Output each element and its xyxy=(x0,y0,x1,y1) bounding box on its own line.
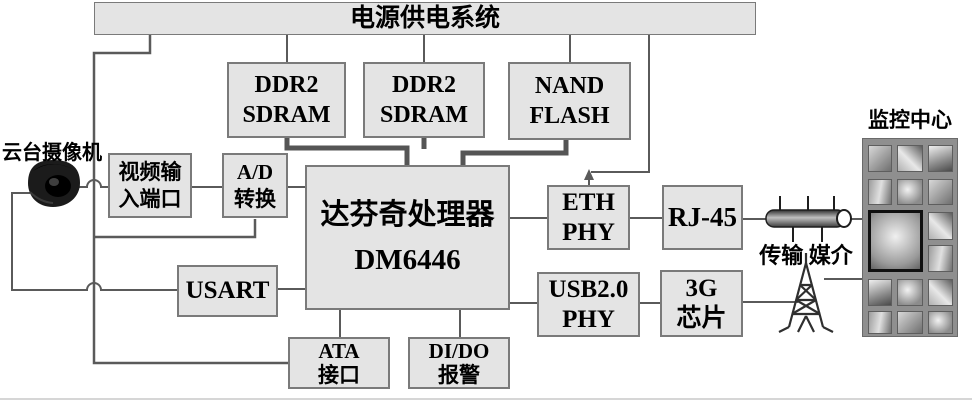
bus-ddr2-processor xyxy=(284,138,410,167)
monitor-thumb xyxy=(928,145,953,172)
block-label: USB2.0 xyxy=(548,275,629,303)
monitor-thumb xyxy=(928,212,953,240)
block-usb-phy: USB2.0 PHY xyxy=(537,272,640,337)
block-usart: USART xyxy=(177,265,278,317)
connector-camera-usart xyxy=(11,192,177,291)
block-dido-alarm: DI/DO 报警 xyxy=(408,337,510,389)
block-video-input: 视频输 入端口 xyxy=(108,153,192,218)
block-power-supply: 电源供电系统 xyxy=(94,2,756,35)
block-label: 3G xyxy=(685,274,718,302)
monitor-thumb xyxy=(928,245,953,272)
monitor-thumb xyxy=(897,145,923,172)
connector-camera-video xyxy=(79,179,108,188)
block-label: SDRAM xyxy=(242,102,331,128)
block-label: PHY xyxy=(562,305,615,333)
block-ddr2-sdram-2: DDR2 SDRAM xyxy=(363,62,485,138)
block-label: USART xyxy=(185,277,270,305)
block-label: 芯片 xyxy=(676,304,727,332)
monitor-thumb xyxy=(897,279,923,306)
block-label: 接口 xyxy=(318,363,360,387)
block-label: DDR2 xyxy=(254,72,319,98)
block-label: RJ-45 xyxy=(668,201,737,232)
block-label: 电源供电系统 xyxy=(349,4,500,32)
block-label: 视频输 xyxy=(118,160,182,185)
monitor-thumb xyxy=(928,179,953,205)
monitor-thumb xyxy=(868,145,892,172)
monitor-thumb xyxy=(868,279,892,306)
block-label: ATA xyxy=(318,338,360,363)
block-label: DDR2 xyxy=(392,72,456,98)
block-label: NAND xyxy=(534,73,605,99)
monitor-thumb xyxy=(897,311,923,334)
page-bottom-rule xyxy=(0,398,972,400)
ptz-camera-icon xyxy=(28,160,80,207)
block-ad-converter: A/D 转换 xyxy=(222,153,288,218)
connector-power-adc xyxy=(94,219,257,239)
block-label: 入端口 xyxy=(118,186,182,211)
block-label: DI/DO xyxy=(428,338,490,363)
connector-power-left-rail xyxy=(92,35,288,365)
monitor-montage xyxy=(862,138,958,337)
transmission-cable-icon xyxy=(765,196,852,242)
block-ddr2-sdram-1: DDR2 SDRAM xyxy=(227,62,346,138)
block-rj45: RJ-45 xyxy=(662,185,743,250)
transmission-medium-label: 传输 媒介 xyxy=(759,243,853,268)
connector-power-eth-rail xyxy=(591,35,650,173)
block-label: 报警 xyxy=(438,363,480,387)
block-label: 达芬奇处理器 xyxy=(320,198,495,231)
block-eth-phy: ETH PHY xyxy=(547,185,630,250)
monitor-thumb xyxy=(868,179,892,205)
monitor-thumb xyxy=(928,279,953,306)
block-label: A/D xyxy=(236,160,274,185)
monitor-thumb xyxy=(928,311,953,334)
bus-nand-processor xyxy=(460,140,569,167)
block-label: FLASH xyxy=(529,103,610,129)
monitor-thumb xyxy=(897,179,923,205)
arrow-up-icon xyxy=(584,169,594,180)
block-label: 转换 xyxy=(234,186,276,211)
monitor-thumb xyxy=(868,311,892,334)
monitor-thumb-main xyxy=(868,210,923,272)
block-label: SDRAM xyxy=(380,102,468,128)
monitor-center-label: 监控中心 xyxy=(868,108,952,132)
block-label: ETH xyxy=(562,188,615,216)
block-label: DM6446 xyxy=(354,243,461,276)
antenna-tower-icon xyxy=(778,253,834,333)
camera-label: 云台摄像机 xyxy=(2,142,102,164)
block-nand-flash: NAND FLASH xyxy=(508,62,631,140)
block-label: PHY xyxy=(562,218,615,246)
block-ata-interface: ATA 接口 xyxy=(288,337,390,389)
block-davinci-processor: 达芬奇处理器 DM6446 xyxy=(305,165,510,310)
block-3g-chip: 3G 芯片 xyxy=(660,270,743,337)
